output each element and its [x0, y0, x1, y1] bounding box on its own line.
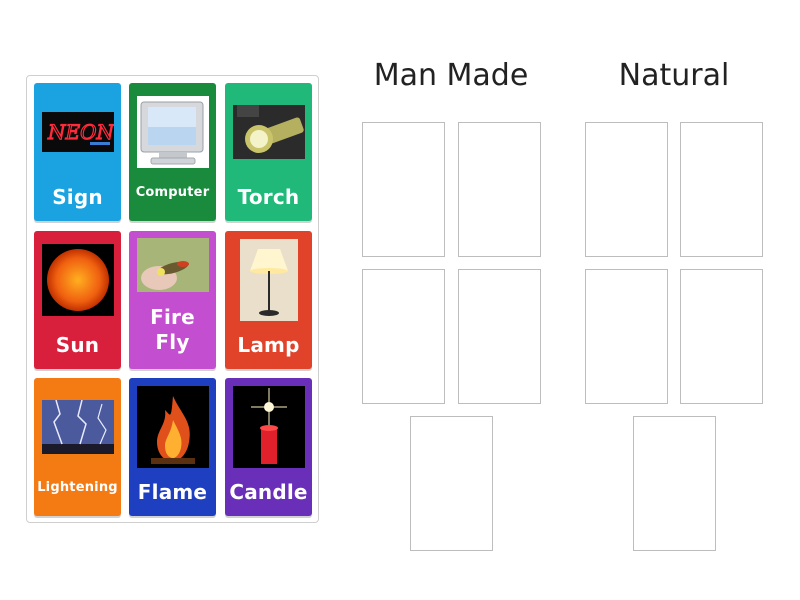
computer-monitor-icon [136, 96, 209, 168]
lamp-icon [239, 239, 298, 321]
card-label: Torch [237, 185, 300, 209]
drop-slot-man-made[interactable] [458, 269, 541, 404]
card-torch[interactable]: Torch [225, 83, 312, 221]
card-lightening[interactable]: Lightening [34, 378, 121, 516]
drop-slot-natural[interactable] [680, 122, 763, 257]
torch-icon [232, 105, 305, 159]
card-flame[interactable]: Flame [129, 378, 216, 516]
drop-slot-natural[interactable] [633, 416, 716, 551]
drop-slot-natural[interactable] [680, 269, 763, 404]
neon-sign-icon: NEON [41, 112, 114, 152]
drop-slot-man-made[interactable] [458, 122, 541, 257]
card-label: Candle [229, 480, 308, 504]
card-label: Fire Fly [150, 305, 195, 354]
card-label: Sun [55, 333, 100, 357]
firefly-icon [136, 238, 209, 292]
card-label: Lightening [37, 480, 118, 495]
drop-slot-natural[interactable] [585, 122, 668, 257]
drop-slot-man-made[interactable] [362, 269, 445, 404]
card-candle[interactable]: Candle [225, 378, 312, 516]
card-label: Lamp [237, 333, 300, 357]
sun-icon [41, 244, 114, 316]
drop-slot-man-made[interactable] [362, 122, 445, 257]
card-sign[interactable]: NEON Sign [34, 83, 121, 221]
card-sun[interactable]: Sun [34, 231, 121, 369]
card-label: Computer [135, 185, 210, 200]
drop-slot-natural[interactable] [585, 269, 668, 404]
flame-icon [136, 386, 209, 468]
card-firefly[interactable]: Fire Fly [129, 231, 216, 369]
heading-natural: Natural [618, 58, 730, 93]
neon-text: NEON [47, 120, 114, 144]
card-computer[interactable]: Computer [129, 83, 216, 221]
heading-man-made: Man Made [373, 58, 529, 93]
candle-icon [232, 386, 305, 468]
lightning-icon [41, 400, 114, 454]
card-label: Flame [137, 480, 208, 504]
card-lamp[interactable]: Lamp [225, 231, 312, 369]
card-label: Sign [52, 185, 103, 209]
drop-slot-man-made[interactable] [410, 416, 493, 551]
